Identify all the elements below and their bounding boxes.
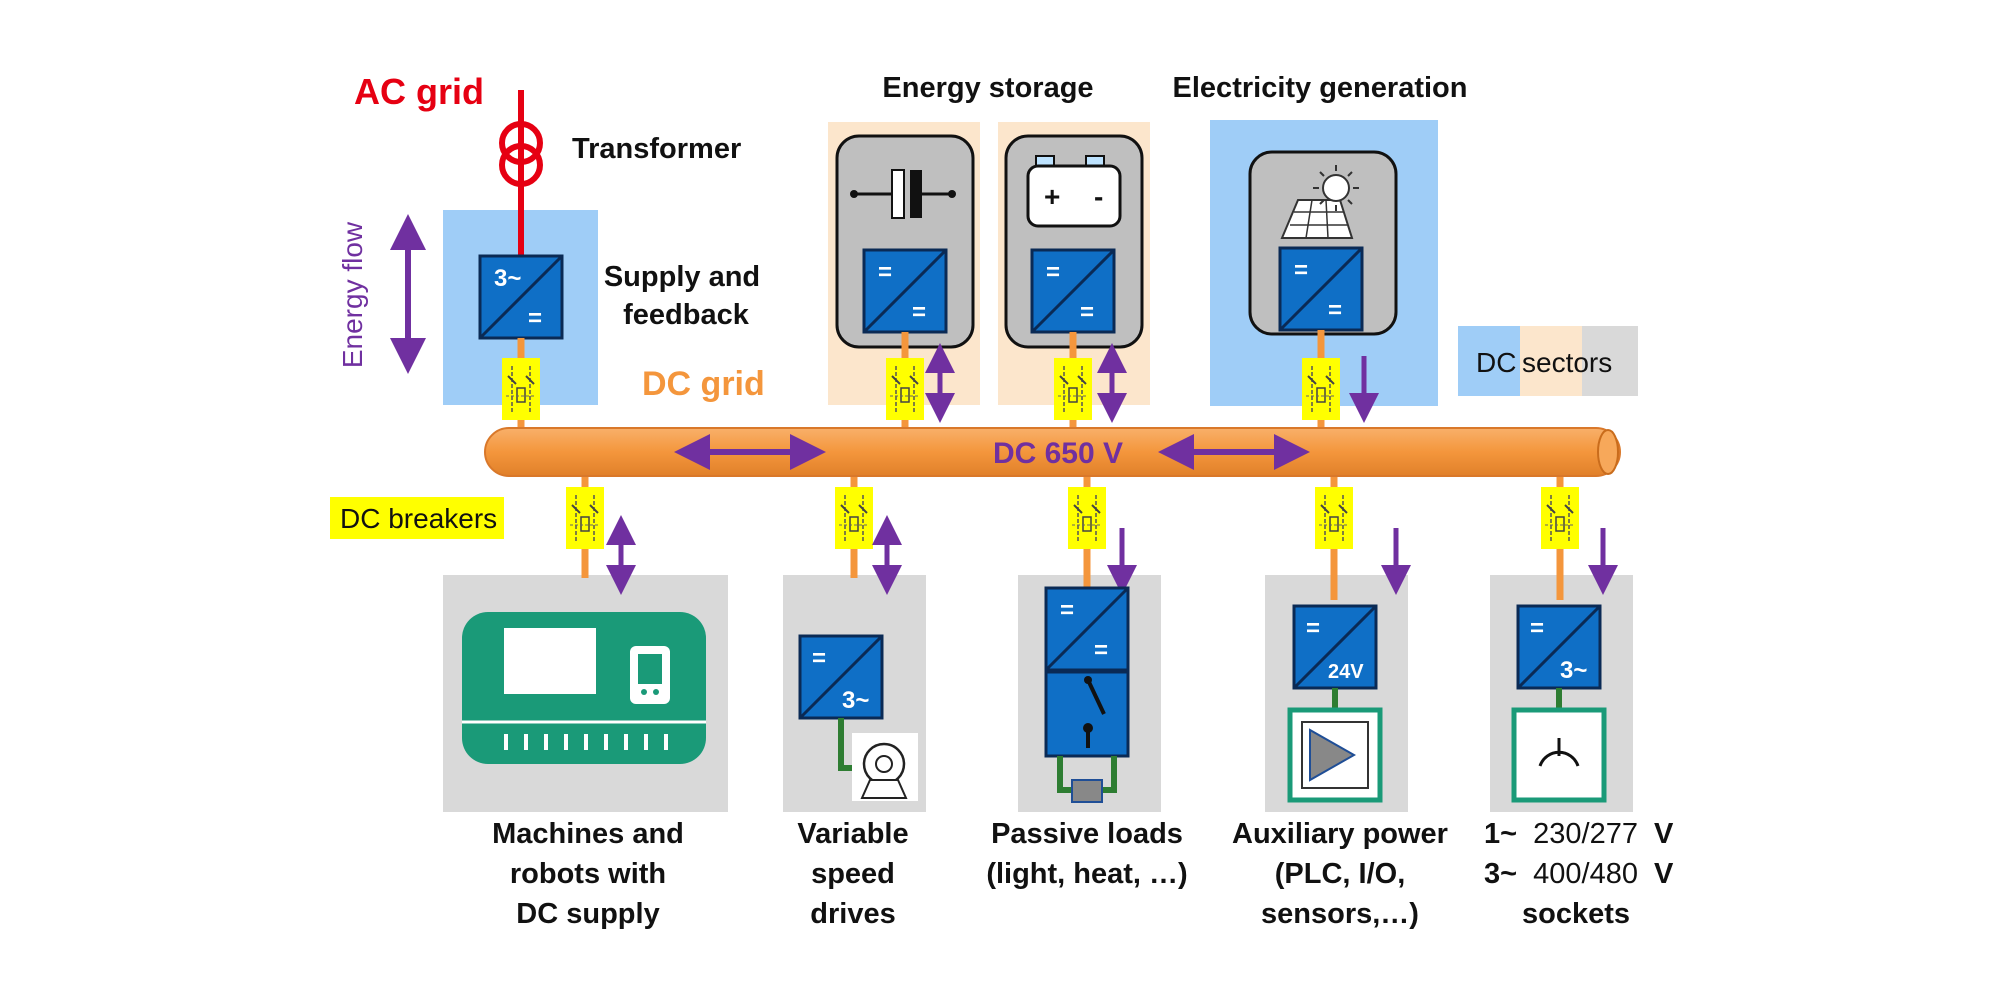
- energy-flow-label: Energy flow: [337, 221, 368, 368]
- converter-ac-symbol: 3~: [494, 265, 521, 292]
- socket-line3: sockets: [1522, 898, 1630, 930]
- load-label-line: Variable: [797, 818, 908, 850]
- dc-breaker-battery: [1053, 357, 1093, 421]
- load-label-line: Auxiliary power: [1232, 818, 1448, 850]
- dc-breaker-solar: [1301, 357, 1341, 421]
- socket-line1-unit: V: [1654, 818, 1674, 850]
- ac-grid-title: AC grid: [354, 71, 484, 112]
- load-label-line: sensors,…): [1261, 898, 1419, 930]
- converter-ac-out: 3~: [1560, 657, 1587, 684]
- load-label-line: Passive loads: [991, 818, 1183, 850]
- solar-converter: = =: [1278, 246, 1364, 332]
- electricity-generation-title: Electricity generation: [1173, 72, 1468, 104]
- battery-icon: + -: [1026, 155, 1122, 228]
- converter-dc-in: =: [1530, 615, 1544, 642]
- dc-breakers-label: DC breakers: [340, 503, 497, 534]
- socket-line1-value: 230/277: [1533, 818, 1638, 850]
- converter-ac-out: 3~: [842, 687, 869, 714]
- load-label-line: (light, heat, …): [986, 858, 1187, 890]
- converter-dc-out: =: [912, 299, 926, 326]
- converter-dc-out: =: [1080, 299, 1094, 326]
- socket-line2-unit: V: [1654, 858, 1674, 890]
- dc-bus-voltage: DC 650 V: [993, 437, 1123, 470]
- legend-dc-text: DC: [1476, 347, 1516, 378]
- socket-icon: [1511, 707, 1607, 803]
- dc-breaker-passive: [1067, 486, 1107, 550]
- load-label-line: speed: [811, 858, 895, 890]
- socket-line2-value: 400/480: [1533, 858, 1638, 890]
- label-sockets: 1~ 230/277 V 3~ 400/480 V sockets: [1484, 818, 1674, 930]
- socket-line1: 1~ 230/277 V: [1484, 818, 1674, 850]
- dc-breaker-supply: [501, 357, 541, 421]
- passive-wire-right: [1100, 756, 1117, 793]
- dc-sectors-legend: DC sectors: [1458, 326, 1638, 396]
- supply-converter: 3~ =: [478, 254, 564, 340]
- motor-icon: [852, 733, 918, 801]
- converter-24v-out: 24V: [1328, 661, 1364, 683]
- solar-panel-icon: [1280, 165, 1359, 239]
- converter-dc-in: =: [878, 259, 892, 286]
- load-label-line: Machines and: [492, 818, 684, 850]
- aux-converter: = 24V: [1292, 604, 1378, 690]
- load-label-line: DC supply: [516, 898, 659, 930]
- energy-storage-title: Energy storage: [882, 72, 1093, 104]
- drive-converter: = 3~: [798, 634, 884, 720]
- label-drives: Variable speed drives: [797, 818, 908, 930]
- label-machines: Machines and robots with DC supply: [492, 818, 684, 930]
- label-passive: Passive loads (light, heat, …): [986, 818, 1187, 890]
- converter-dc-in: =: [1294, 257, 1308, 284]
- converter-dc-in: =: [1306, 615, 1320, 642]
- heater-element: [1071, 779, 1103, 803]
- supply-feedback-line2: feedback: [623, 299, 750, 331]
- legend-sectors-text: sectors: [1522, 347, 1612, 378]
- passive-converter: = =: [1044, 586, 1130, 672]
- socket-line2: 3~ 400/480 V: [1484, 858, 1674, 890]
- capacitor-icon: [850, 169, 956, 219]
- converter-dc-symbol: =: [528, 305, 542, 332]
- dc-breakers-label-bg: [330, 497, 504, 539]
- converter-dc-in: =: [1046, 259, 1060, 286]
- transformer-icon: [499, 121, 543, 187]
- battery-plus: +: [1044, 181, 1060, 212]
- converter-dc-out: =: [1094, 637, 1108, 664]
- battery-converter: = =: [1030, 248, 1116, 334]
- dc-breaker-aux: [1314, 486, 1354, 550]
- converter-dc-in: =: [812, 645, 826, 672]
- switch-icon: [1044, 670, 1130, 758]
- load-label-line: robots with: [510, 858, 666, 890]
- capacitor-converter: = =: [862, 248, 948, 334]
- converter-dc-in: =: [1060, 597, 1074, 624]
- socket-converter: = 3~: [1516, 604, 1602, 690]
- converter-dc-out: =: [1328, 297, 1342, 324]
- dc-breaker-machines: [565, 486, 605, 550]
- supply-feedback-line1: Supply and: [604, 261, 760, 293]
- dc-breaker-capacitor: [885, 357, 925, 421]
- passive-wire-left: [1057, 756, 1074, 793]
- dc-grid-title: DC grid: [642, 365, 765, 403]
- load-label-line: drives: [810, 898, 895, 930]
- dc-breaker-drives: [834, 486, 874, 550]
- socket-line1-prefix: 1~: [1484, 818, 1517, 850]
- socket-line2-prefix: 3~: [1484, 858, 1517, 890]
- transformer-label: Transformer: [572, 133, 741, 165]
- label-aux: Auxiliary power (PLC, I/O, sensors,…): [1232, 818, 1448, 930]
- load-label-line: (PLC, I/O,: [1275, 858, 1406, 890]
- machine-controller-icon: [462, 612, 706, 764]
- battery-minus: -: [1094, 181, 1103, 212]
- plc-amplifier-icon: [1287, 707, 1383, 803]
- dc-breaker-sockets: [1540, 486, 1580, 550]
